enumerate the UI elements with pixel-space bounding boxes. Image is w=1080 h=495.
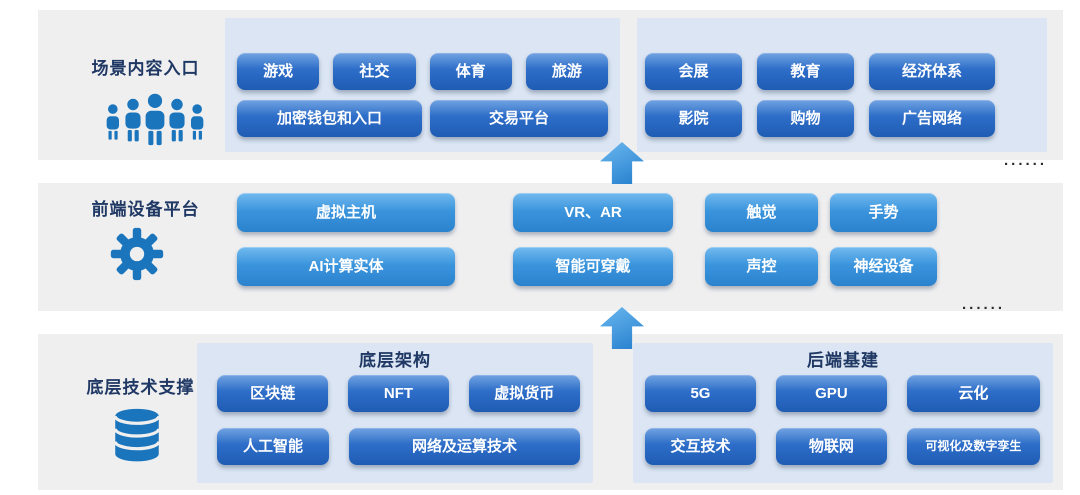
node-games: 游戏	[237, 53, 320, 90]
node-economic-system: 经济体系	[868, 53, 995, 90]
node-virtual-currency: 虚拟货币	[468, 375, 580, 412]
people-icon	[100, 92, 210, 155]
node-ai-computing-entity: AI计算实体	[237, 247, 455, 286]
layer-underlying-tech: 底层技术支撑 底层架构 区块链 NFT 虚拟货币 人工智能 网络及运算技术	[38, 334, 1063, 490]
gear-icon	[110, 227, 164, 286]
node-cloudification: 云化	[906, 375, 1040, 412]
node-vr-ar: VR、AR	[513, 193, 673, 232]
node-visualization-digital-twin: 可视化及数字孪生	[906, 428, 1040, 465]
node-crypto-wallet-entry: 加密钱包和入口	[237, 100, 423, 137]
group-title-backend: 后端基建	[807, 351, 879, 370]
tech-panel-backend: 后端基建 5G GPU 云化 交互技术 物联网 可视化及数字孪生	[633, 343, 1053, 483]
group-title-architecture: 底层架构	[359, 351, 431, 370]
node-sports: 体育	[429, 53, 512, 90]
node-iot: 物联网	[775, 428, 887, 465]
node-network-computing: 网络及运算技术	[349, 428, 580, 465]
node-ad-network: 广告网络	[868, 100, 995, 137]
node-gesture: 手势	[830, 193, 937, 232]
node-blockchain: 区块链	[217, 375, 329, 412]
node-trading-platform: 交易平台	[430, 100, 608, 137]
node-social: 社交	[333, 53, 416, 90]
layer-scene-content: 场景内容入口 游戏	[38, 10, 1063, 168]
node-travel: 旅游	[525, 53, 608, 90]
node-cinema: 影院	[645, 100, 742, 137]
layer-scene-label: 场景内容入口	[91, 59, 200, 78]
database-icon	[108, 406, 166, 471]
more-dots: ......	[961, 296, 1005, 313]
scene-panel-left: 游戏 社交 体育 旅游 加密钱包和入口 交易平台	[225, 18, 620, 152]
node-gpu: GPU	[775, 375, 887, 412]
node-virtual-host: 虚拟主机	[237, 193, 455, 232]
node-exhibition: 会展	[645, 53, 742, 90]
node-voice-control: 声控	[705, 247, 818, 286]
scene-panel-right: 会展 教育 经济体系 影院 购物 广告网络	[637, 18, 1047, 152]
node-education: 教育	[756, 53, 854, 90]
layer-frontend-devices: 前端设备平台 虚拟主机 AI计算实体 VR、AR 智能可穿戴	[38, 183, 1063, 313]
node-haptics: 触觉	[705, 193, 818, 232]
layer-device-label: 前端设备平台	[91, 200, 200, 219]
more-dots: ......	[1003, 152, 1047, 169]
node-artificial-intelligence: 人工智能	[217, 428, 329, 465]
node-neural-device: 神经设备	[830, 247, 937, 286]
tech-panel-architecture: 底层架构 区块链 NFT 虚拟货币 人工智能 网络及运算技术	[197, 343, 593, 483]
node-smart-wearable: 智能可穿戴	[513, 247, 673, 286]
node-interaction-tech: 交互技术	[645, 428, 756, 465]
node-nft: NFT	[348, 375, 449, 412]
layer-tech-label: 底层技术支撑	[86, 378, 195, 397]
node-shopping: 购物	[756, 100, 854, 137]
node-5g: 5G	[645, 375, 756, 412]
